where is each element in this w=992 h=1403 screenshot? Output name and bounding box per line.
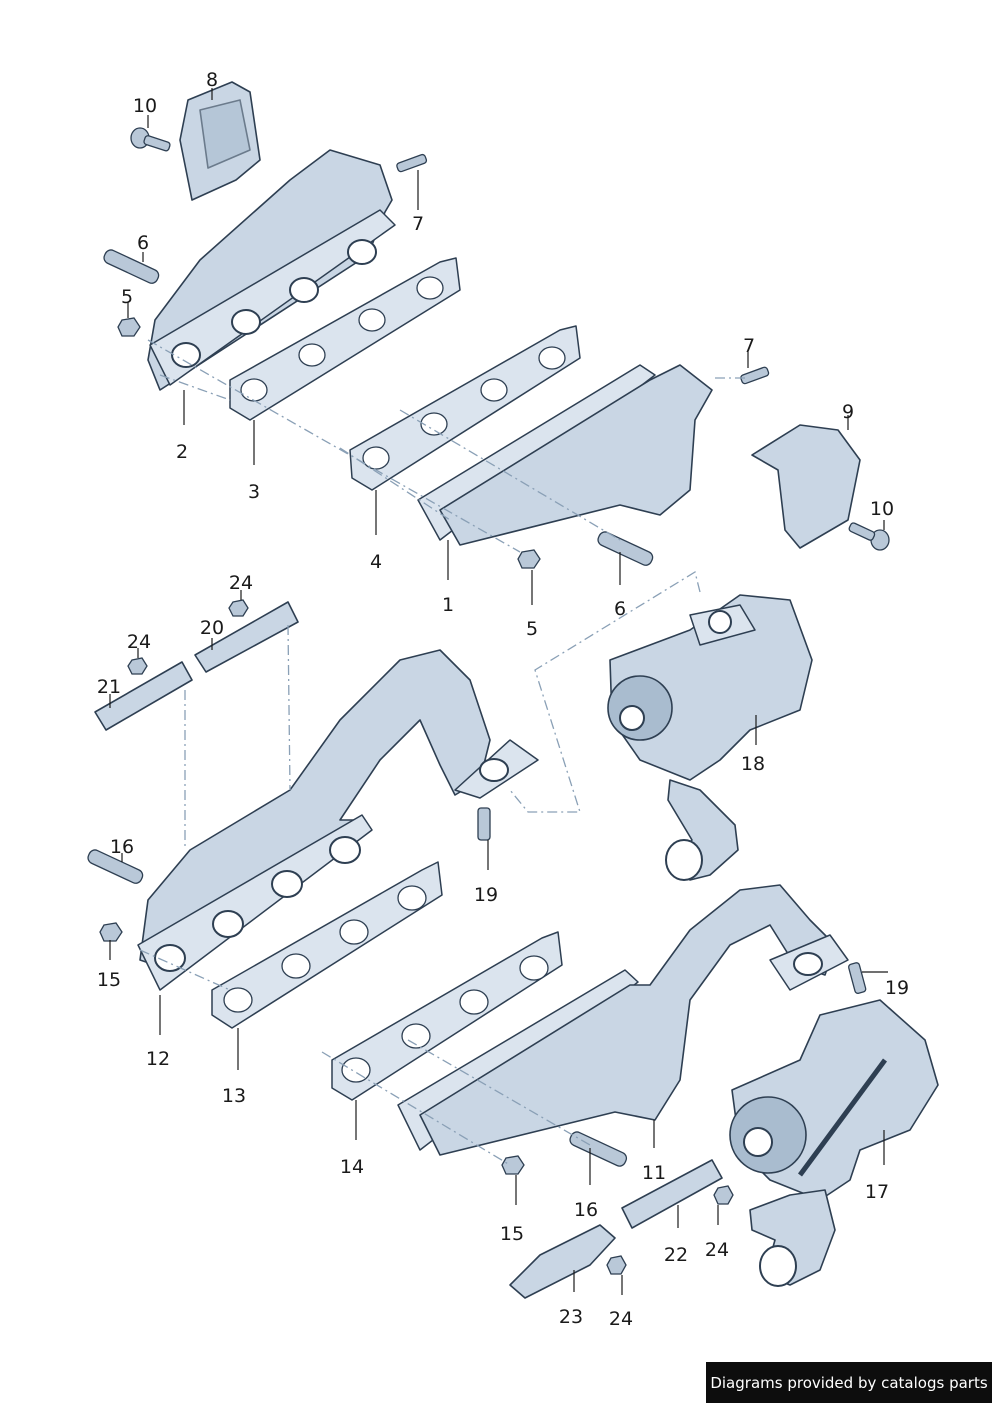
- attribution-banner: Diagrams provided by catalogs parts: [706, 1362, 992, 1403]
- sleeve-6-right[interactable]: [596, 530, 654, 567]
- callout-24-bottom: 24: [609, 1308, 633, 1330]
- attribution-text: Diagrams provided by catalogs parts: [710, 1373, 988, 1392]
- callout-3: 3: [248, 481, 260, 503]
- callout-7-top: 7: [412, 213, 424, 235]
- callout-16-right: 16: [574, 1199, 598, 1221]
- callout-15-left: 15: [97, 969, 121, 991]
- stud-19-middle[interactable]: [477, 807, 491, 841]
- callout-7-right: 7: [743, 335, 755, 357]
- callout-5-right: 5: [526, 618, 538, 640]
- heat-shield-22[interactable]: [621, 1159, 723, 1229]
- callout-10-top: 10: [133, 95, 157, 117]
- callout-16-left: 16: [110, 836, 134, 858]
- heat-shield-23[interactable]: [509, 1224, 616, 1299]
- heat-shield-8[interactable]: [179, 81, 261, 201]
- turbocharger-17[interactable]: [729, 999, 939, 1287]
- nut-15-left[interactable]: [99, 922, 123, 942]
- callout-5-top: 5: [121, 286, 133, 308]
- callout-15-right: 15: [500, 1223, 524, 1245]
- callout-17: 17: [865, 1181, 889, 1203]
- gasket-14[interactable]: [331, 931, 563, 1101]
- callout-4: 4: [370, 551, 382, 573]
- stud-7-right[interactable]: [740, 366, 770, 385]
- nut-24-a[interactable]: [228, 599, 249, 617]
- turbocharger-18[interactable]: [607, 594, 813, 881]
- callout-6-top: 6: [137, 232, 149, 254]
- callout-11: 11: [642, 1162, 666, 1184]
- bolt-10-right[interactable]: [848, 522, 890, 551]
- exhaust-manifold-11[interactable]: [397, 884, 849, 1156]
- nut-5-right[interactable]: [517, 549, 541, 569]
- callout-18: 18: [741, 753, 765, 775]
- nut-24-d[interactable]: [606, 1255, 627, 1275]
- nut-5-left[interactable]: [117, 317, 141, 337]
- callout-13: 13: [222, 1085, 246, 1107]
- callout-19-mid: 19: [474, 884, 498, 906]
- nut-24-c[interactable]: [713, 1185, 734, 1205]
- exhaust-manifold-2[interactable]: [147, 149, 396, 391]
- leader-lines: [109, 88, 888, 1295]
- sleeve-16-right[interactable]: [568, 1130, 628, 1168]
- callout-2: 2: [176, 441, 188, 463]
- callout-1: 1: [442, 594, 454, 616]
- heat-shield-20[interactable]: [194, 601, 299, 673]
- bolt-10-left[interactable]: [130, 127, 171, 152]
- sleeve-16-left[interactable]: [86, 848, 144, 885]
- stud-19-lower[interactable]: [848, 962, 867, 994]
- callout-10-right: 10: [870, 498, 894, 520]
- assembly-guide-lines: [139, 339, 745, 1166]
- nut-15-right[interactable]: [501, 1155, 525, 1175]
- callout-9: 9: [842, 401, 854, 423]
- gasket-4[interactable]: [349, 325, 581, 491]
- heat-shield-21[interactable]: [94, 661, 193, 731]
- callout-20: 20: [200, 617, 224, 639]
- callout-24-top: 24: [229, 572, 253, 594]
- callout-8: 8: [206, 69, 218, 91]
- stud-7-top[interactable]: [396, 153, 428, 173]
- callout-24-right: 24: [705, 1239, 729, 1261]
- callout-21: 21: [97, 676, 121, 698]
- callout-22: 22: [664, 1244, 688, 1266]
- sleeve-6-left[interactable]: [102, 248, 160, 285]
- heat-shield-9[interactable]: [751, 424, 861, 549]
- exhaust-manifold-1[interactable]: [417, 364, 713, 546]
- exhaust-manifold-12[interactable]: [137, 649, 539, 991]
- callout-labels: 8 10 7 6 5 2 3 7 9 10 4 1 5 6 24 20 24 2…: [97, 69, 909, 1330]
- callout-19-right: 19: [885, 977, 909, 999]
- callout-24-mid: 24: [127, 631, 151, 653]
- gasket-13[interactable]: [211, 861, 443, 1029]
- callout-23: 23: [559, 1306, 583, 1328]
- callout-6-right: 6: [614, 598, 626, 620]
- gasket-3[interactable]: [229, 257, 461, 421]
- callout-14: 14: [340, 1156, 364, 1178]
- nut-24-b[interactable]: [127, 657, 148, 675]
- callout-12: 12: [146, 1048, 170, 1070]
